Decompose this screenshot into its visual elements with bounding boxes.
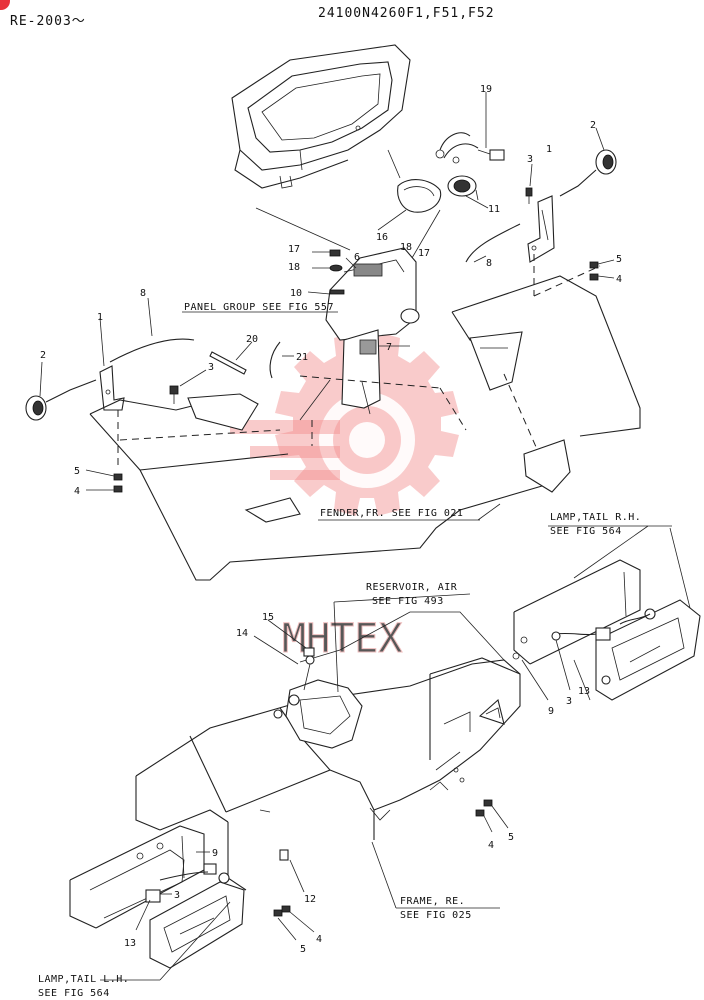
pilot-lamp-2-right	[559, 127, 617, 197]
callout-2: 2	[590, 120, 596, 131]
nuts-4-5-left	[85, 469, 123, 493]
part-number: 24100N4260F1,F51,F52	[318, 6, 495, 21]
wire-8-left	[109, 338, 195, 363]
bezel-16	[377, 179, 442, 231]
screw-17-washer-18	[307, 249, 345, 295]
callout-6: 6	[354, 252, 360, 263]
callout-11: 11	[488, 204, 500, 215]
ref-frame-re-fig: SEE FIG 025	[400, 910, 472, 921]
callout-18: 18	[288, 262, 300, 273]
callout-19: 19	[480, 84, 492, 95]
callout-5: 5	[508, 832, 514, 843]
corner-marker	[0, 0, 10, 10]
callout-4: 4	[616, 274, 622, 285]
bracket-1-right	[527, 195, 555, 263]
ref-lamp-tail-rh: LAMP,TAIL R.H.	[550, 512, 641, 523]
callout-1: 1	[97, 312, 103, 323]
label-plate-6	[353, 263, 383, 277]
callout-3: 3	[174, 890, 180, 901]
callout-17: 17	[418, 248, 430, 259]
frame-rear	[135, 611, 521, 891]
ref-lamp-tail-rh-fig: SEE FIG 564	[550, 526, 622, 537]
callout-4: 4	[488, 840, 494, 851]
callout-14: 14	[236, 628, 248, 639]
callout-9: 9	[212, 848, 218, 859]
callout-5: 5	[616, 254, 622, 265]
callout-3: 3	[208, 362, 214, 373]
lamp-socket-11	[447, 175, 489, 209]
callout-1: 1	[546, 144, 552, 155]
wire-8-right	[465, 223, 521, 263]
clip-21	[269, 341, 294, 379]
nuts-4-5-frame	[475, 799, 509, 833]
callout-8: 8	[486, 258, 492, 269]
ref-lamp-tail-lh: LAMP,TAIL L.H.	[38, 974, 129, 985]
callout-3: 3	[527, 154, 533, 165]
nuts-4-5-right	[589, 259, 615, 281]
gauge-cluster-hood	[231, 44, 411, 189]
callout-10: 10	[290, 288, 302, 299]
callout-4: 4	[316, 934, 322, 945]
screw-3-left	[169, 369, 207, 404]
ref-lamp-tail-lh-fig: SEE FIG 564	[38, 988, 110, 999]
callout-2: 2	[40, 350, 46, 361]
callout-5: 5	[74, 466, 80, 477]
nuts-4-5-lh	[273, 905, 315, 941]
callout-16: 16	[376, 232, 388, 243]
wiring-harness-19	[435, 92, 505, 164]
callout-17: 17	[288, 244, 300, 255]
callout-21: 21	[296, 352, 308, 363]
revision-code: RE-2003〜	[10, 14, 86, 29]
tail-lamp-lh-assembly	[69, 825, 245, 981]
clamp-12	[279, 849, 305, 893]
callout-7: 7	[386, 342, 392, 353]
fender-front	[89, 275, 641, 581]
callout-9: 9	[548, 706, 554, 717]
ref-panel-group: PANEL GROUP SEE FIG 557	[184, 302, 334, 313]
ref-reservoir-air: RESERVOIR, AIR	[366, 582, 458, 593]
tail-lamp-rh-assembly	[512, 525, 701, 701]
screw-3-right	[525, 163, 533, 204]
lower-panel-7	[341, 329, 410, 409]
air-reservoir-hitch	[253, 593, 471, 749]
callout-15: 15	[262, 612, 274, 623]
ref-reservoir-air-fig: SEE FIG 493	[372, 596, 444, 607]
bracket-1-left	[99, 317, 125, 411]
ref-frame-re: FRAME, RE.	[400, 896, 465, 907]
callout-20: 20	[246, 334, 258, 345]
callout-3: 3	[566, 696, 572, 707]
ref-fender-fr: FENDER,FR. SEE FIG 021	[320, 508, 463, 519]
callout-8: 8	[140, 288, 146, 299]
callout-4: 4	[74, 486, 80, 497]
callout-13: 13	[578, 686, 590, 697]
panel-group-housing	[325, 247, 420, 341]
watermark-text: MHTEX	[282, 616, 402, 662]
callout-5: 5	[300, 944, 306, 955]
callout-18: 18	[400, 242, 412, 253]
callout-13: 13	[124, 938, 136, 949]
rod-20	[209, 341, 253, 375]
pilot-lamp-2-left	[25, 361, 97, 421]
callout-12: 12	[304, 894, 316, 905]
